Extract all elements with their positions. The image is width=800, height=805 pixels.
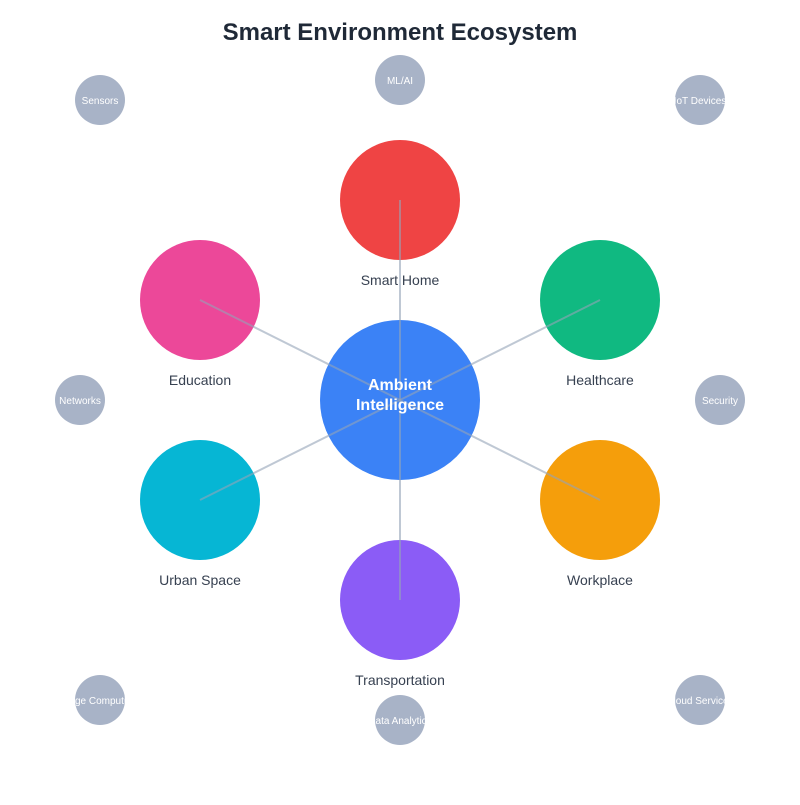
tech-label: Data Analytics: [368, 716, 431, 727]
center-label-line1: Ambient: [368, 377, 433, 394]
connection-line: [399, 399, 601, 501]
tech-node: Security: [695, 375, 745, 425]
tech-label: Edge Computing: [63, 696, 138, 707]
domain-node: Healthcare: [540, 240, 660, 388]
domain-node: Urban Space: [140, 440, 260, 588]
tech-node: Data Analytics: [368, 695, 431, 745]
connection-line: [199, 299, 401, 401]
tech-node: Sensors: [75, 75, 125, 125]
tech-node: ML/AI: [375, 55, 425, 105]
tech-label: Sensors: [82, 96, 119, 107]
tech-circle: [375, 695, 425, 745]
domain-label: Workplace: [567, 572, 633, 588]
tech-node: IoT Devices: [674, 75, 727, 125]
tech-circle: [375, 55, 425, 105]
domain-label: Urban Space: [159, 572, 241, 588]
diagram-title: Smart Environment Ecosystem: [223, 19, 578, 46]
domain-label: Healthcare: [566, 372, 634, 388]
tech-circle: [75, 675, 125, 725]
domain-label: Education: [169, 372, 231, 388]
tech-node: Networks: [55, 375, 105, 425]
tech-circle: [695, 375, 745, 425]
domain-node: Workplace: [540, 440, 660, 588]
tech-node: Cloud Services: [666, 675, 733, 725]
tech-circle: [75, 75, 125, 125]
center-label-line2: Intelligence: [356, 397, 444, 414]
tech-label: IoT Devices: [674, 96, 727, 107]
tech-label: Security: [702, 396, 738, 407]
domain-label: Transportation: [355, 672, 445, 688]
tech-circle: [675, 675, 725, 725]
domain-node: Education: [140, 240, 260, 388]
tech-circle: [55, 375, 105, 425]
tech-label: Cloud Services: [666, 696, 733, 707]
tech-node: Edge Computing: [63, 675, 138, 725]
tech-label: Networks: [59, 396, 101, 407]
tech-label: ML/AI: [387, 76, 413, 87]
connection-line: [199, 399, 401, 501]
connection-line: [399, 299, 601, 401]
tech-circle: [675, 75, 725, 125]
